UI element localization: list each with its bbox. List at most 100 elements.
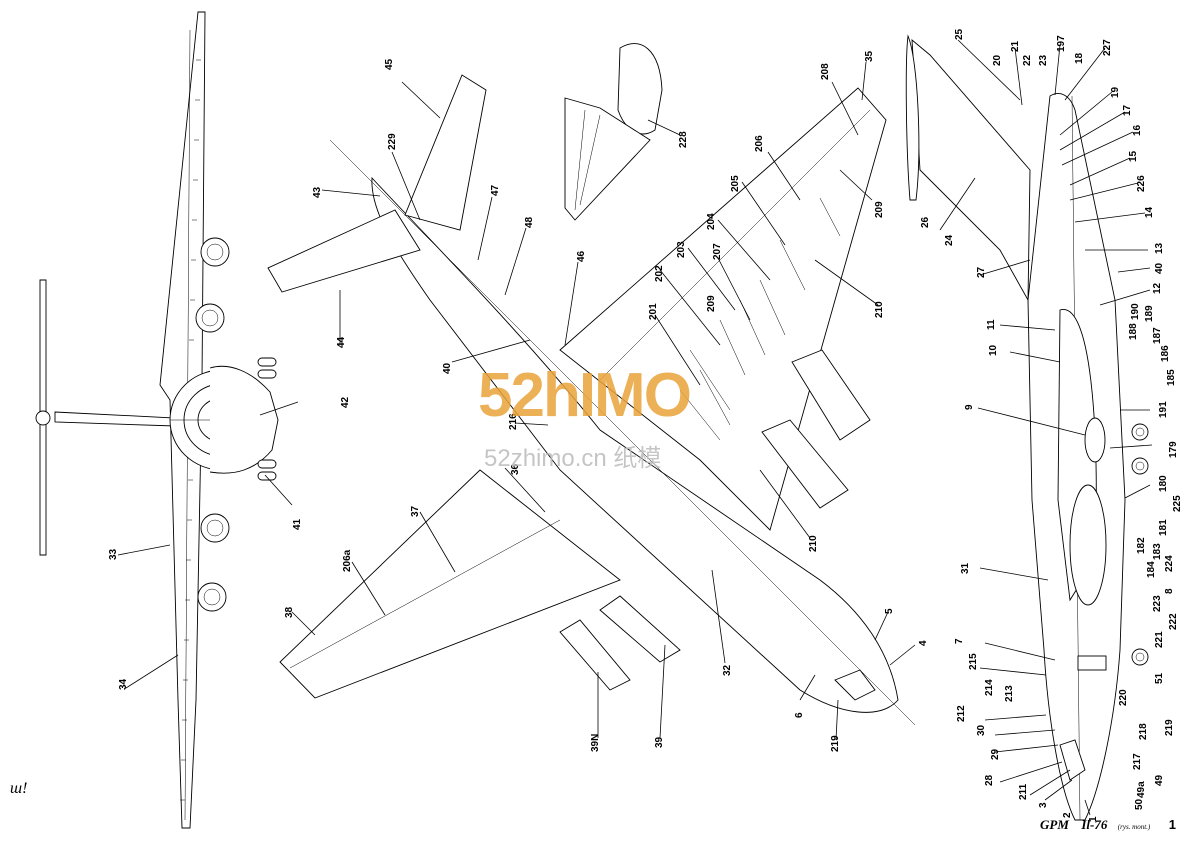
- label-203: 203: [676, 241, 687, 258]
- tail-detail: [564, 43, 663, 221]
- label-184: 184: [1146, 561, 1157, 578]
- label-219: 219: [830, 735, 841, 752]
- label-211: 211: [1018, 783, 1029, 800]
- label-20: 20: [992, 54, 1003, 66]
- label-39N: 39N: [590, 734, 601, 752]
- label-26: 26: [920, 216, 931, 228]
- label-206a: 206a: [342, 549, 353, 572]
- label-221: 221: [1154, 631, 1165, 648]
- label-7: 7: [954, 638, 965, 644]
- label-9: 9: [964, 404, 975, 410]
- label-212: 212: [956, 705, 967, 722]
- label-45: 45: [384, 58, 395, 70]
- label-21: 21: [1010, 40, 1021, 52]
- label-180: 180: [1158, 475, 1169, 492]
- label-28: 28: [984, 774, 995, 786]
- label-36: 36: [510, 463, 521, 475]
- top-horizontal-tail: [267, 209, 421, 293]
- label-51: 51: [1154, 672, 1165, 684]
- signature: ш!: [10, 780, 28, 797]
- label-188: 188: [1128, 323, 1139, 340]
- top-vertical-tail: [404, 74, 487, 231]
- label-213: 213: [1004, 685, 1015, 702]
- label-11: 11: [986, 319, 997, 330]
- label-10: 10: [988, 344, 999, 356]
- label-1: 1: [1088, 816, 1099, 822]
- label-31: 31: [960, 562, 971, 574]
- label-222: 222: [1168, 613, 1179, 630]
- footer-brand: GPM: [1040, 817, 1069, 832]
- footer-caption: (rys. mont.): [1117, 823, 1151, 831]
- label-32: 32: [722, 664, 733, 676]
- label-46: 46: [576, 250, 587, 262]
- label-47: 47: [490, 184, 501, 196]
- label-43: 43: [312, 186, 323, 198]
- label-183: 183: [1152, 543, 1163, 560]
- label-16: 16: [1132, 124, 1143, 136]
- label-27: 27: [976, 266, 987, 278]
- label-17: 17: [1122, 104, 1133, 116]
- label-191: 191: [1158, 401, 1169, 418]
- label-202: 202: [654, 265, 665, 282]
- label-229: 229: [387, 133, 398, 150]
- label-15: 15: [1128, 150, 1139, 162]
- label-4: 4: [918, 640, 929, 646]
- label-5: 5: [884, 608, 895, 614]
- label-14: 14: [1144, 206, 1155, 218]
- label-187: 187: [1152, 327, 1163, 344]
- label-227: 227: [1102, 39, 1113, 56]
- label-38: 38: [284, 606, 295, 618]
- wing-hatch-marks: [180, 59, 201, 801]
- label-22: 22: [1022, 54, 1033, 66]
- label-30: 30: [976, 724, 987, 736]
- label-207: 207: [712, 243, 723, 260]
- label-197: 197: [1056, 35, 1067, 52]
- label-185: 185: [1166, 369, 1177, 386]
- label-2: 2: [1062, 812, 1073, 818]
- label-23: 23: [1038, 54, 1049, 66]
- label-18: 18: [1074, 52, 1085, 64]
- label-219-side: 219: [1164, 719, 1175, 736]
- top-wing-right: [559, 87, 887, 531]
- top-fuselage: [371, 176, 899, 713]
- label-182: 182: [1136, 537, 1147, 554]
- label-39: 39: [654, 736, 665, 748]
- label-48: 48: [524, 216, 535, 228]
- label-181: 181: [1158, 519, 1169, 536]
- label-44: 44: [336, 336, 347, 348]
- front-fuselage: [169, 365, 279, 474]
- front-engines: [195, 237, 230, 612]
- label-209b: 209: [706, 295, 717, 312]
- side-wheels: [1131, 423, 1149, 666]
- label-35: 35: [864, 50, 875, 62]
- part-labels: 45 229 43 47 48 46 44 40 216 36 37 206a …: [108, 28, 1183, 822]
- label-8: 8: [1164, 588, 1175, 594]
- label-50: 50: [1134, 798, 1145, 810]
- footer: GPM Il-76 (rys. mont.) 1: [1040, 816, 1176, 838]
- label-226: 226: [1136, 175, 1147, 192]
- side-vertical-tail: [911, 38, 1031, 302]
- label-6: 6: [794, 712, 805, 718]
- label-12: 12: [1152, 282, 1163, 294]
- footer-page-number: 1: [1168, 817, 1176, 832]
- leader-lines: [117, 39, 1153, 816]
- label-210: 210: [874, 301, 885, 318]
- label-218: 218: [1138, 723, 1149, 740]
- label-206: 206: [754, 135, 765, 152]
- wing-fences: [679, 197, 841, 441]
- label-3: 3: [1038, 802, 1049, 808]
- side-view: [905, 34, 1149, 821]
- top-wing-left: [279, 469, 621, 699]
- label-224: 224: [1164, 555, 1175, 572]
- top-engines: [559, 349, 871, 691]
- label-49: 49: [1154, 774, 1165, 786]
- label-190: 190: [1130, 303, 1141, 320]
- label-179: 179: [1168, 441, 1179, 458]
- label-29: 29: [990, 748, 1001, 760]
- label-201: 201: [648, 303, 659, 320]
- label-223: 223: [1152, 595, 1163, 612]
- label-217: 217: [1132, 753, 1143, 770]
- label-40-side: 40: [1154, 262, 1165, 274]
- label-228: 228: [678, 131, 689, 148]
